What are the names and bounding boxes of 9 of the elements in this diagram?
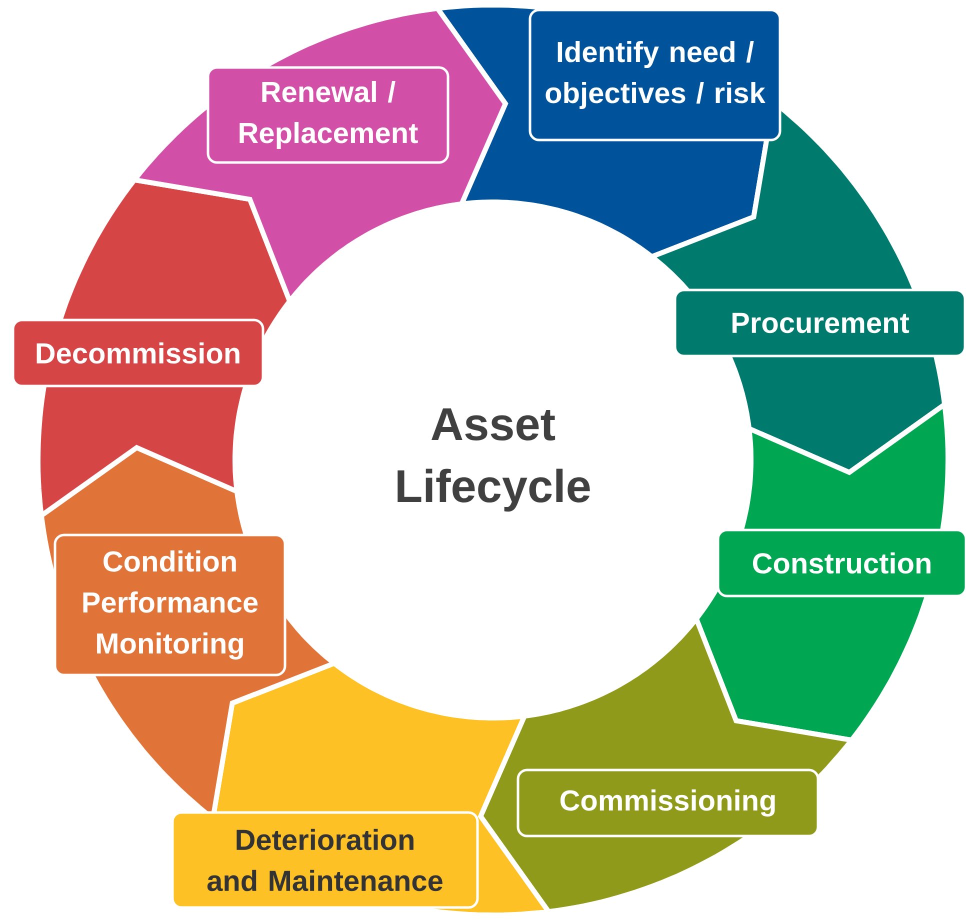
stage-box: Decommission — [12, 318, 264, 388]
stage-box: Condition Performance Monitoring — [54, 534, 286, 676]
center-label: Asset Lifecycle — [398, 408, 590, 512]
stage-box: Construction — [716, 528, 966, 598]
stage-box: Deterioration and Maintenance — [171, 811, 479, 909]
stage-box: Renewal / Replacement — [206, 66, 450, 164]
stage-box: Identify need / objectives / risk — [528, 8, 782, 142]
stage-box: Procurement — [674, 288, 966, 358]
stage-box: Commissioning — [516, 768, 820, 838]
